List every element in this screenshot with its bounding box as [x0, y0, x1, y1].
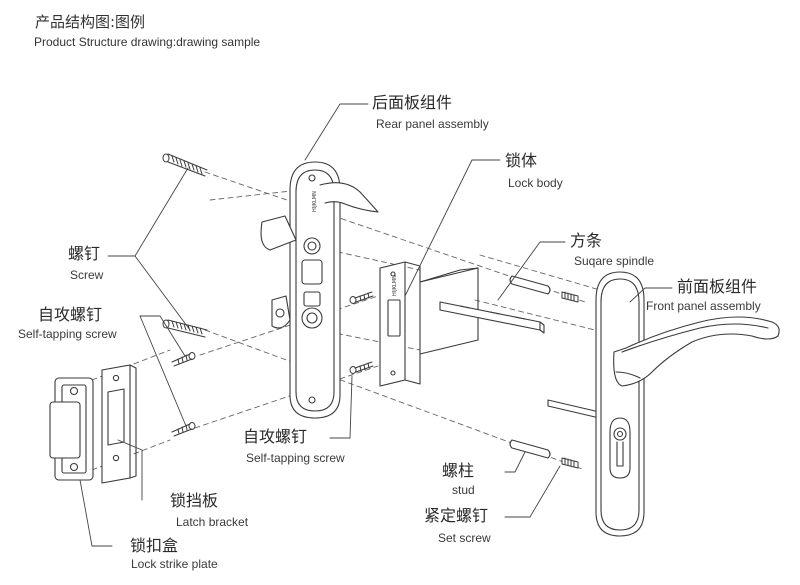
set-screw-upper [561, 291, 579, 303]
lock-body-label-zh: 锁体 [505, 151, 538, 170]
latch-bracket-label-zh: 锁挡板 [170, 491, 219, 510]
stud-label-zh: 螺柱 [442, 461, 475, 480]
rear-panel-label-en: Rear panel assembly [376, 117, 489, 131]
front-panel-label-en: Front panel assembly [646, 299, 761, 313]
self-tap-screw-left-1 [171, 352, 196, 367]
front-panel-shape [595, 271, 780, 537]
stud-lower [509, 439, 551, 459]
diagram-title-en: Product Structure drawing:drawing sample [34, 35, 261, 49]
rear-panel-shape [260, 161, 379, 419]
set-screw-label-zh: 紧定螺钉 [424, 506, 489, 525]
spindle-label-zh: 方条 [570, 231, 603, 250]
set-screw-label-en: Set screw [438, 531, 491, 545]
front-panel-label-zh: 前面板组件 [677, 277, 758, 296]
stud-label-en: stud [452, 483, 475, 497]
leader-lines [79, 103, 673, 547]
self-tap-mid-label-zh: 自攻螺钉 [243, 427, 308, 446]
lock-body-shape [379, 261, 479, 387]
self-tap-screw-mid-1 [349, 291, 374, 304]
panel-markings: HIJKLMN HIJKLMN [312, 191, 398, 296]
screw-label-zh: 螺钉 [68, 244, 101, 263]
lock-faceplate-marking: HIJKLMN [392, 275, 398, 296]
strike-plate-label-en: Lock strike plate [131, 557, 218, 571]
screw-top [162, 153, 208, 177]
latch-bracket-shape [101, 364, 137, 484]
self-tap-left-label-zh: 自攻螺钉 [38, 305, 103, 324]
set-screw-lower [561, 457, 579, 469]
self-tap-mid-label-en: Self-tapping screw [246, 451, 345, 465]
screw-label-en: Screw [70, 268, 104, 282]
rear-panel-label-zh: 后面板组件 [372, 93, 453, 112]
lock-body-label-en: Lock body [508, 176, 563, 190]
rear-panel-marking: HIJKLMN [312, 191, 318, 212]
self-tap-screw-left-2 [171, 422, 196, 437]
lock-strike-plate-shape [49, 377, 94, 481]
stud-upper [509, 275, 551, 295]
self-tap-left-label-en: Self-tapping screw [18, 327, 117, 341]
latch-bracket-label-en: Latch bracket [176, 515, 249, 529]
diagram-title-zh: 产品结构图:图例 [35, 13, 146, 31]
spindle-shape [439, 301, 545, 334]
self-tap-screw-mid-2 [349, 361, 374, 374]
spindle-label-en: Suqare spindle [574, 254, 655, 268]
strike-plate-label-zh: 锁扣盒 [130, 536, 179, 555]
